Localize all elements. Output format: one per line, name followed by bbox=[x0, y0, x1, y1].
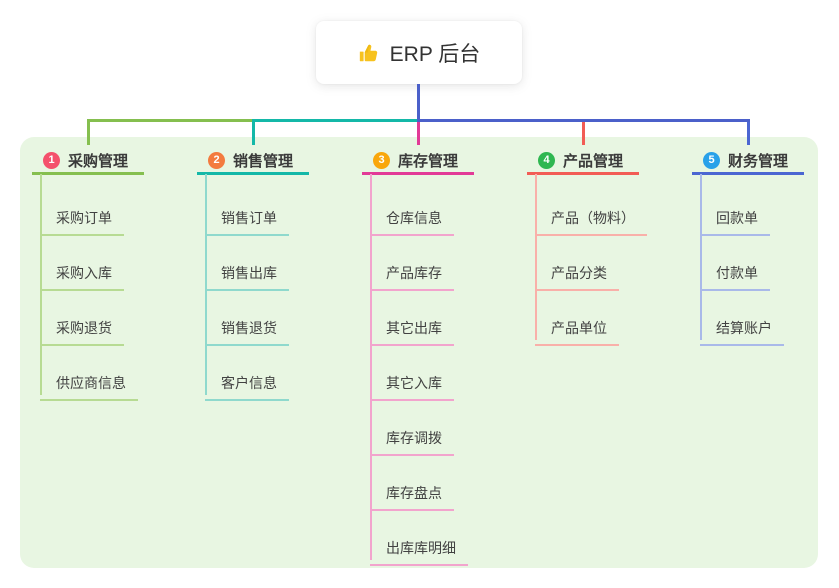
child-node[interactable]: 回款单 bbox=[700, 200, 770, 236]
branch-underline bbox=[197, 172, 309, 175]
branch-label: 库存管理 bbox=[398, 152, 459, 170]
child-node[interactable]: 产品库存 bbox=[370, 255, 454, 291]
branch-trunk-line bbox=[535, 174, 537, 340]
branch-underline bbox=[362, 172, 474, 175]
branch-trunk-line bbox=[205, 174, 207, 395]
branch-label: 销售管理 bbox=[233, 152, 294, 170]
child-node[interactable]: 其它入库 bbox=[370, 365, 454, 401]
branch-drop-line bbox=[746, 119, 750, 145]
thumbs-up-icon bbox=[358, 42, 380, 64]
branch-drop-line bbox=[416, 119, 420, 145]
branch-number-badge: 2 bbox=[208, 151, 225, 169]
branch-drop-line bbox=[251, 119, 255, 145]
child-node[interactable]: 采购退货 bbox=[40, 310, 124, 346]
child-node[interactable]: 客户信息 bbox=[205, 365, 289, 401]
child-node[interactable]: 结算账户 bbox=[700, 310, 784, 346]
child-node[interactable]: 供应商信息 bbox=[40, 365, 138, 401]
branch-node-4[interactable]: 4 产品管理 bbox=[538, 150, 623, 170]
child-node[interactable]: 仓库信息 bbox=[370, 200, 454, 236]
child-node[interactable]: 其它出库 bbox=[370, 310, 454, 346]
branch-drop-line bbox=[581, 119, 585, 145]
child-node[interactable]: 采购订单 bbox=[40, 200, 124, 236]
child-node[interactable]: 付款单 bbox=[700, 255, 770, 291]
root-node[interactable]: ERP 后台 bbox=[316, 21, 522, 84]
child-node[interactable]: 采购入库 bbox=[40, 255, 124, 291]
branch-number-badge: 5 bbox=[703, 151, 720, 169]
branch-node-2[interactable]: 2 销售管理 bbox=[208, 150, 293, 170]
branch-label: 产品管理 bbox=[563, 152, 624, 170]
branch-node-1[interactable]: 1 采购管理 bbox=[43, 150, 128, 170]
child-node[interactable]: 销售退货 bbox=[205, 310, 289, 346]
branch-trunk-line bbox=[40, 174, 42, 395]
branch-label: 采购管理 bbox=[68, 152, 129, 170]
child-node[interactable]: 产品分类 bbox=[535, 255, 619, 291]
child-node[interactable]: 库存盘点 bbox=[370, 475, 454, 511]
branch-trunk-line bbox=[700, 174, 702, 340]
branch-node-5[interactable]: 5 财务管理 bbox=[703, 150, 788, 170]
branch-number-badge: 3 bbox=[373, 151, 390, 169]
branch-number-badge: 4 bbox=[538, 151, 555, 169]
child-node[interactable]: 库存调拨 bbox=[370, 420, 454, 456]
child-node[interactable]: 产品单位 bbox=[535, 310, 619, 346]
connector-horizontal-left bbox=[86, 119, 255, 122]
branch-trunk-line bbox=[370, 174, 372, 560]
root-title: ERP 后台 bbox=[389, 42, 481, 66]
branch-underline bbox=[527, 172, 639, 175]
child-node[interactable]: 出库库明细 bbox=[370, 530, 468, 566]
branch-node-3[interactable]: 3 库存管理 bbox=[373, 150, 458, 170]
branch-underline bbox=[692, 172, 804, 175]
branch-underline bbox=[32, 172, 144, 175]
child-node[interactable]: 产品（物料） bbox=[535, 200, 647, 236]
branches-panel bbox=[20, 137, 818, 568]
branch-number-badge: 1 bbox=[43, 151, 60, 169]
connector-horizontal-right bbox=[416, 119, 750, 122]
root-connector-line bbox=[417, 84, 420, 122]
connector-horizontal-mid bbox=[251, 119, 420, 122]
branch-drop-line bbox=[86, 119, 90, 145]
branch-label: 财务管理 bbox=[728, 152, 789, 170]
child-node[interactable]: 销售订单 bbox=[205, 200, 289, 236]
child-node[interactable]: 销售出库 bbox=[205, 255, 289, 291]
